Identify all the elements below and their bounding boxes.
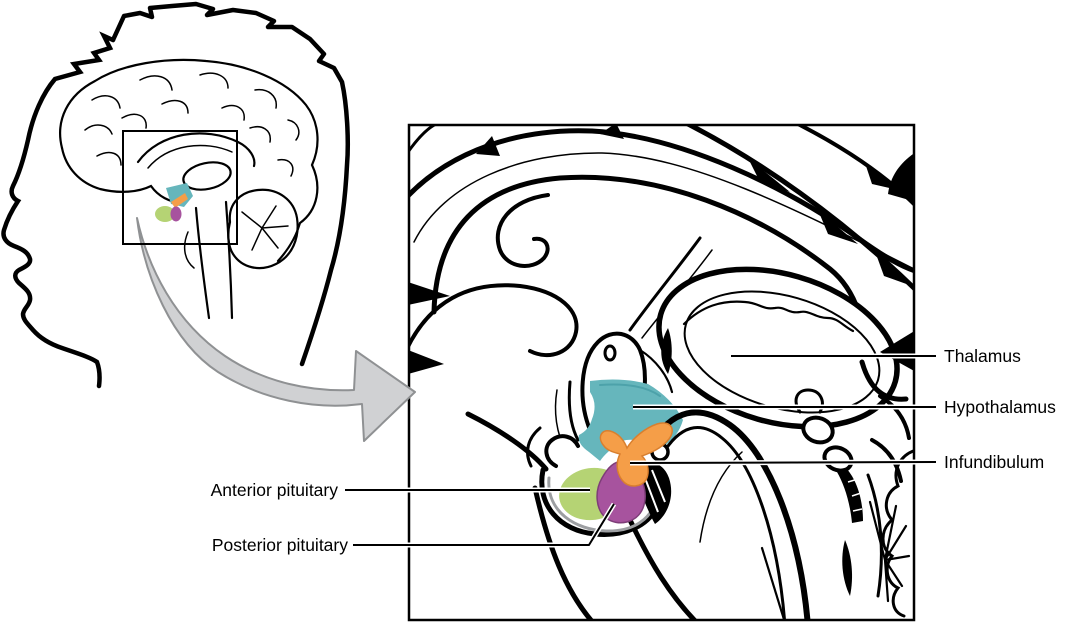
face-outline xyxy=(1,31,116,389)
zoom-rectangle xyxy=(122,130,238,245)
label-anterior-pituitary: Anterior pituitary xyxy=(210,480,338,500)
posterior-pituitary-mini xyxy=(170,206,182,222)
optic-chiasm xyxy=(465,411,580,472)
posterior-pituitary-leader-line xyxy=(353,503,615,546)
cingulate-gyrus xyxy=(409,125,579,374)
detail-panel-border xyxy=(407,123,916,622)
infundibulum-leader-line xyxy=(629,461,937,464)
cerebellum xyxy=(842,438,914,618)
label-hypothalamus: Hypothalamus xyxy=(944,397,1056,417)
detail-panel-illustration xyxy=(409,125,914,620)
cortex-gyri xyxy=(685,125,914,292)
brain-sagittal-mini xyxy=(59,58,319,320)
thalamus-structure xyxy=(656,266,900,430)
head-inset-illustration xyxy=(1,1,350,389)
label-infundibulum: Infundibulum xyxy=(944,452,1045,472)
infundibulum-mini xyxy=(171,193,188,208)
label-posterior-pituitary: Posterior pituitary xyxy=(211,535,348,555)
tentorium xyxy=(859,331,914,440)
head-outline xyxy=(110,1,350,367)
magnifier-arrow xyxy=(136,217,416,442)
anterior-pituitary-mini xyxy=(155,206,175,222)
leader-lines xyxy=(345,353,937,548)
infundibulum-shape xyxy=(599,422,673,487)
label-thalamus: Thalamus xyxy=(944,346,1021,366)
brainstem xyxy=(532,409,811,620)
